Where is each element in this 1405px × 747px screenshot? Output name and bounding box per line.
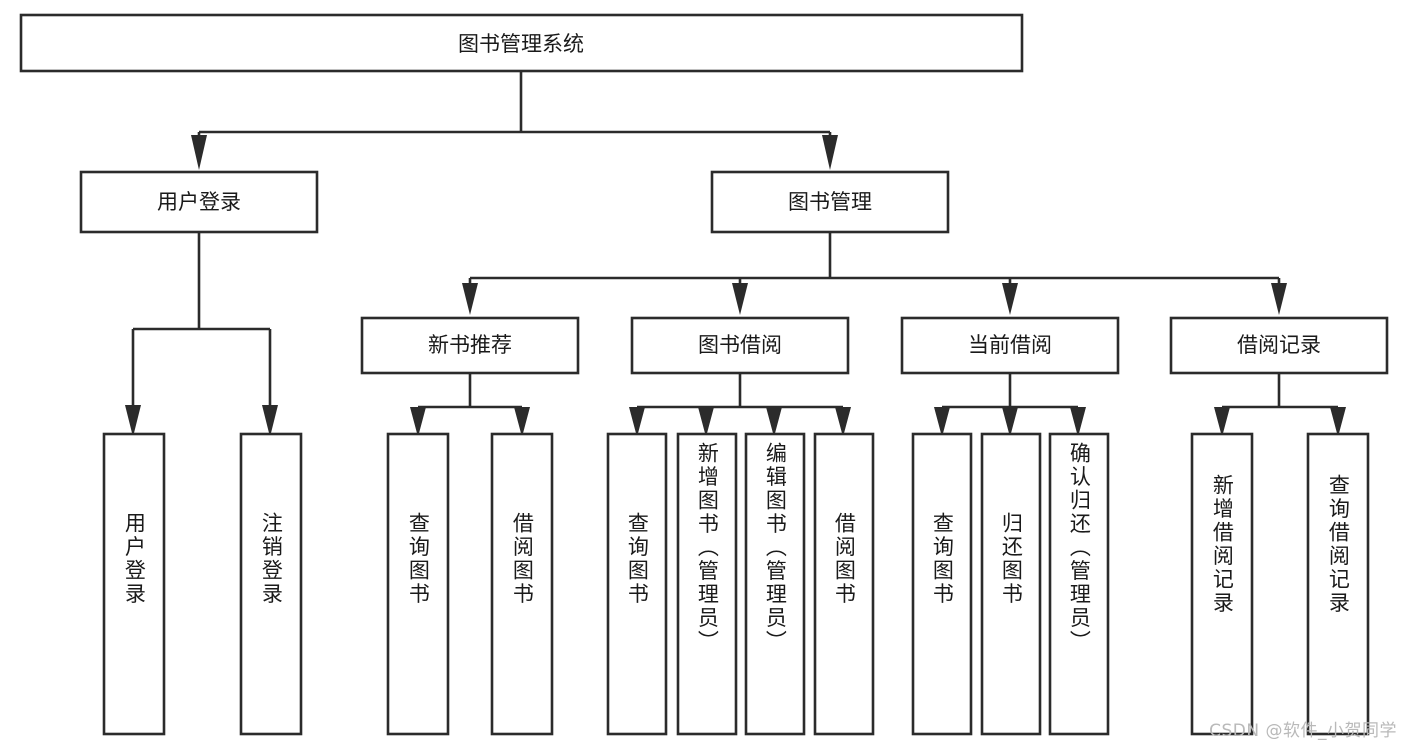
- arrow-icon-to-new-book-recommend: [462, 283, 478, 315]
- node-user-login-label: 用户登录: [157, 190, 241, 214]
- arrow-icon-to-leaf-query-borrow-record: [1330, 407, 1346, 437]
- node-new-book-recommend[interactable]: 新书推荐: [360, 316, 580, 375]
- node-borrow-record[interactable]: 借阅记录: [1169, 316, 1389, 375]
- arrow-icon-to-book-borrow: [732, 283, 748, 315]
- node-root-box[interactable]: [19, 13, 1024, 73]
- node-book-manage-box[interactable]: [710, 170, 950, 234]
- arrow-icon-to-leaf-add-book-admin: [698, 407, 714, 437]
- watermark-text: CSDN @软件_小贺同学: [1209, 721, 1397, 741]
- arrow-icon-to-leaf-edit-book-admin: [766, 407, 782, 437]
- node-leaf-logout-login-box[interactable]: [239, 432, 303, 736]
- node-leaf-user-login-box[interactable]: [102, 432, 166, 736]
- node-root[interactable]: 图书管理系统: [19, 13, 1024, 73]
- arrow-heads: [125, 135, 1346, 437]
- arrow-icon-to-borrow-record: [1271, 283, 1287, 315]
- arrow-icon-to-leaf-add-borrow-record: [1214, 407, 1230, 437]
- arrow-icon-to-book-manage: [822, 135, 838, 170]
- node-leaf-add-book-admin-box[interactable]: [676, 432, 738, 736]
- node-leaf-borrow-book-2-box[interactable]: [813, 432, 875, 736]
- arrow-icon-to-leaf-query-book-1: [410, 407, 426, 437]
- arrow-icon-to-leaf-query-book-2: [629, 407, 645, 437]
- node-current-borrow-box[interactable]: [900, 316, 1120, 375]
- arrow-icon-to-current-borrow: [1002, 283, 1018, 315]
- node-user-login[interactable]: 用户登录: [79, 170, 319, 234]
- leaf-boxes: [102, 432, 1370, 736]
- node-leaf-borrow-book-1-box[interactable]: [490, 432, 554, 736]
- node-new-book-recommend-label: 新书推荐: [428, 333, 512, 357]
- node-leaf-query-book-2-box[interactable]: [606, 432, 668, 736]
- node-leaf-add-borrow-record-box[interactable]: [1190, 432, 1254, 736]
- arrow-icon-to-leaf-borrow-book-1: [514, 407, 530, 437]
- node-new-book-recommend-box[interactable]: [360, 316, 580, 375]
- node-borrow-record-box[interactable]: [1169, 316, 1389, 375]
- arrow-icon-to-leaf-query-book-3: [934, 407, 950, 437]
- node-leaf-confirm-return-admin-box[interactable]: [1048, 432, 1110, 736]
- arrow-icon-to-leaf-user-login: [125, 405, 141, 437]
- node-book-borrow[interactable]: 图书借阅: [630, 316, 850, 375]
- node-borrow-record-label: 借阅记录: [1237, 333, 1321, 357]
- node-leaf-edit-book-admin-box[interactable]: [744, 432, 806, 736]
- node-leaf-query-book-1-box[interactable]: [386, 432, 450, 736]
- node-book-manage[interactable]: 图书管理: [710, 170, 950, 234]
- node-book-borrow-box[interactable]: [630, 316, 850, 375]
- node-root-label: 图书管理系统: [458, 32, 584, 56]
- node-leaf-return-book-box[interactable]: [980, 432, 1042, 736]
- arrow-icon-to-leaf-confirm-return-admin: [1070, 407, 1086, 437]
- node-current-borrow-label: 当前借阅: [968, 333, 1052, 357]
- node-user-login-box[interactable]: [79, 170, 319, 234]
- arrow-icon-to-leaf-borrow-book-2: [835, 407, 851, 437]
- node-book-borrow-label: 图书借阅: [698, 333, 782, 357]
- node-leaf-query-borrow-record-box[interactable]: [1306, 432, 1370, 736]
- node-book-manage-label: 图书管理: [788, 190, 872, 214]
- arrow-icon-to-leaf-return-book: [1002, 407, 1018, 437]
- arrow-icon-to-user-login: [191, 135, 207, 170]
- node-current-borrow[interactable]: 当前借阅: [900, 316, 1120, 375]
- node-leaf-query-book-3-box[interactable]: [911, 432, 973, 736]
- arrow-icon-to-leaf-logout-login: [262, 405, 278, 437]
